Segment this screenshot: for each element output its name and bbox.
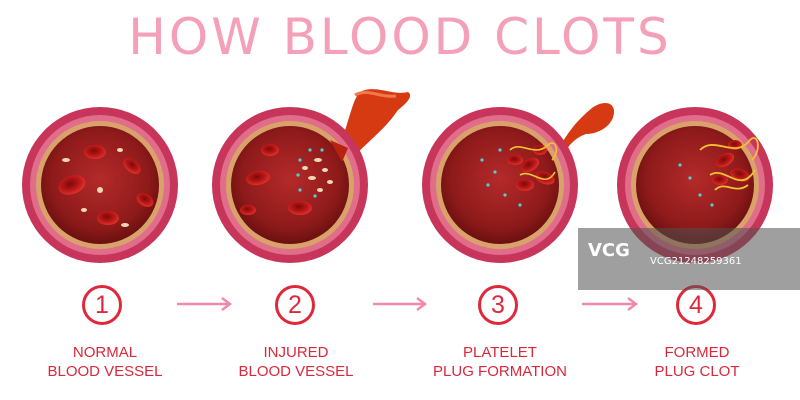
platelets	[62, 148, 129, 227]
step-label-2: INJURED BLOOD VESSEL	[211, 343, 381, 381]
step-label-3-line1: PLATELET	[463, 344, 537, 361]
vessel-platelet-plug	[422, 103, 615, 263]
flow-arrows	[177, 297, 638, 311]
step-label-2-line1: INJURED	[263, 344, 329, 361]
step-label-1: NORMAL BLOOD VESSEL	[20, 343, 190, 381]
step-number-2: 2	[275, 285, 315, 325]
step-number-1: 1	[82, 285, 122, 325]
fibrin-threads	[509, 142, 558, 180]
step-label-1-line1: NORMAL	[72, 344, 138, 361]
step-number-4: 4	[676, 285, 716, 325]
step-label-3-line2: PLUG FORMATION	[433, 363, 567, 380]
step-label-4-line2: PLUG CLOT	[654, 363, 740, 380]
vessel-normal	[22, 107, 178, 263]
vessel-injured	[212, 89, 411, 263]
step-label-2-line2: BLOOD VESSEL	[238, 363, 354, 380]
step-label-1-line2: BLOOD VESSEL	[47, 363, 163, 380]
watermark-id: VCG21248259361	[650, 256, 742, 267]
step-number-3: 3	[478, 285, 518, 325]
watermark-logo: VCG	[588, 240, 630, 261]
step-label-3: PLATELET PLUG FORMATION	[415, 343, 585, 381]
page-title: HOW BLOOD CLOTS	[128, 8, 672, 66]
red-blood-cells	[58, 145, 154, 225]
watermark-box	[578, 228, 800, 290]
step-label-4: FORMED PLUG CLOT	[612, 343, 782, 381]
step-label-4-line1: FORMED	[664, 344, 730, 361]
vessel-formed-clot	[617, 107, 773, 263]
